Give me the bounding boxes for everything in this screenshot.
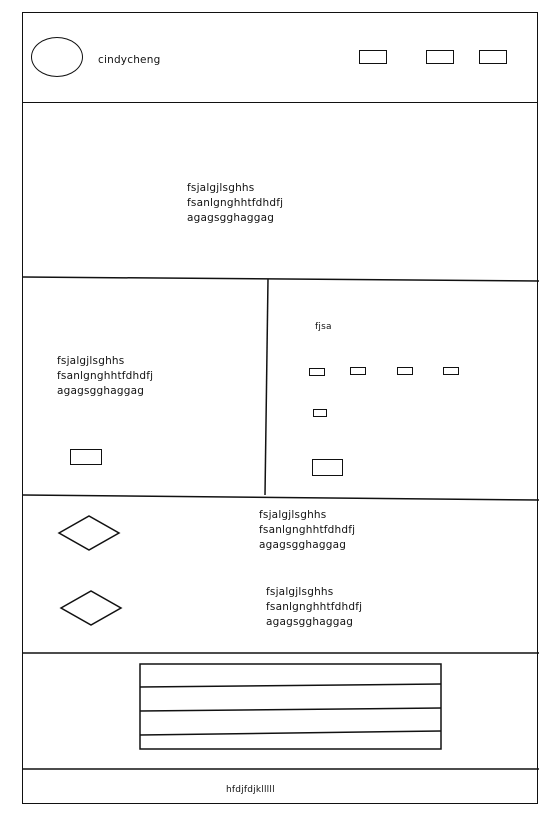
divider-vertical <box>264 278 269 496</box>
hero-line-3: agagsgghaggag <box>187 212 275 224</box>
feature-2-line-3: agagsgghaggag <box>266 616 354 628</box>
hero-line-1: fsjalgjlsghhs <box>187 182 255 194</box>
hero-text: fsjalgjlsghhs fsanlgnghhtfdhdfj agagsggh… <box>187 181 283 226</box>
option-chip-1[interactable] <box>309 368 325 376</box>
table-row-divider <box>139 730 442 736</box>
feature-1-line-2: fsanlgnghhtfdhdfj <box>259 524 356 536</box>
divider-panels <box>22 494 540 501</box>
table-row-divider <box>139 707 442 712</box>
left-line-1: fsjalgjlsghhs <box>57 355 125 367</box>
feature-1-line-1: fsjalgjlsghhs <box>259 509 327 521</box>
left-panel-button[interactable] <box>70 449 102 465</box>
left-line-3: agagsgghaggag <box>57 385 145 397</box>
left-line-2: fsanlgnghhtfdhdfj <box>57 370 154 382</box>
page-frame: cindycheng fsjalgjlsghhs fsanlgnghhtfdhd… <box>22 12 540 804</box>
feature-text-2: fsjalgjlsghhs fsanlgnghhtfdhdfj agagsggh… <box>266 585 362 630</box>
right-panel-button[interactable] <box>312 459 343 476</box>
divider-header <box>23 102 537 103</box>
username: cindycheng <box>98 54 161 66</box>
right-panel-title: fjsa <box>315 322 332 332</box>
table-outline <box>139 663 442 750</box>
feature-2-line-2: fsanlgnghhtfdhdfj <box>266 601 363 613</box>
header-nav-button-2[interactable] <box>426 50 454 64</box>
option-chip-5[interactable] <box>313 409 327 417</box>
section-dividers <box>22 276 540 770</box>
hero-line-2: fsanlgnghhtfdhdfj <box>187 197 284 209</box>
diamond-icon <box>59 590 123 626</box>
option-chip-3[interactable] <box>397 367 413 375</box>
feature-1-line-3: agagsgghaggag <box>259 539 347 551</box>
divider-hero <box>22 276 540 282</box>
option-chip-4[interactable] <box>443 367 459 375</box>
left-panel-text: fsjalgjlsghhs fsanlgnghhtfdhdfj agagsggh… <box>57 354 153 399</box>
diamond-icon <box>57 515 121 551</box>
header-nav-button-3[interactable] <box>479 50 507 64</box>
footer-text: hfdjfdjklllll <box>226 785 275 795</box>
avatar[interactable] <box>31 37 83 77</box>
option-chip-2[interactable] <box>350 367 366 375</box>
feature-text-1: fsjalgjlsghhs fsanlgnghhtfdhdfj agagsggh… <box>259 508 355 553</box>
header-nav-button-1[interactable] <box>359 50 387 64</box>
feature-2-line-1: fsjalgjlsghhs <box>266 586 334 598</box>
table-row-divider <box>139 683 442 688</box>
